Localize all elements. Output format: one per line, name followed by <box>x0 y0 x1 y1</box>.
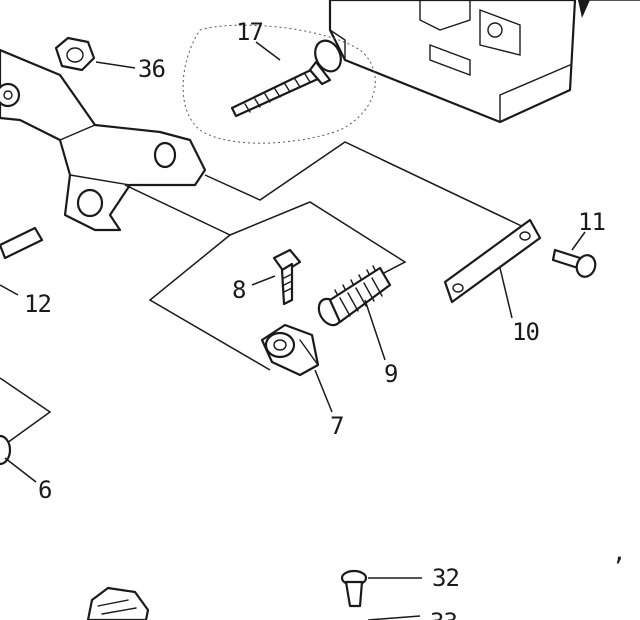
machine-housing <box>328 0 640 124</box>
phantom-outline <box>182 24 376 144</box>
linkage-outline-3 <box>229 201 407 276</box>
callout-36: 36 <box>138 55 165 83</box>
screw-part-17 <box>230 39 342 118</box>
bottom-fitting <box>86 586 150 620</box>
screw-part-11 <box>551 231 597 278</box>
spring-part-9 <box>317 265 392 361</box>
callout-12: 12 <box>24 290 51 318</box>
stray-mark: , <box>612 538 625 566</box>
callout-32: 32 <box>432 564 459 592</box>
callout-9: 9 <box>384 360 397 388</box>
main-lever <box>0 48 207 232</box>
nut-part-36 <box>54 36 136 72</box>
callout-10: 10 <box>512 318 539 346</box>
callout-8: 8 <box>232 276 245 304</box>
callout-33: 33 <box>430 608 457 620</box>
callout-11: 11 <box>578 208 605 236</box>
screw-part-32 <box>340 569 422 620</box>
callout-6: 6 <box>38 476 51 504</box>
callout-17: 17 <box>236 18 263 46</box>
linkage-outline-2 <box>124 184 271 371</box>
callout-7: 7 <box>330 412 343 440</box>
rod-part-12 <box>0 226 44 296</box>
collar-part-7 <box>260 323 333 413</box>
part-6 <box>0 377 52 483</box>
plate-part-10 <box>443 218 542 319</box>
linkage-outline <box>204 141 531 231</box>
screw-part-8 <box>251 248 302 306</box>
